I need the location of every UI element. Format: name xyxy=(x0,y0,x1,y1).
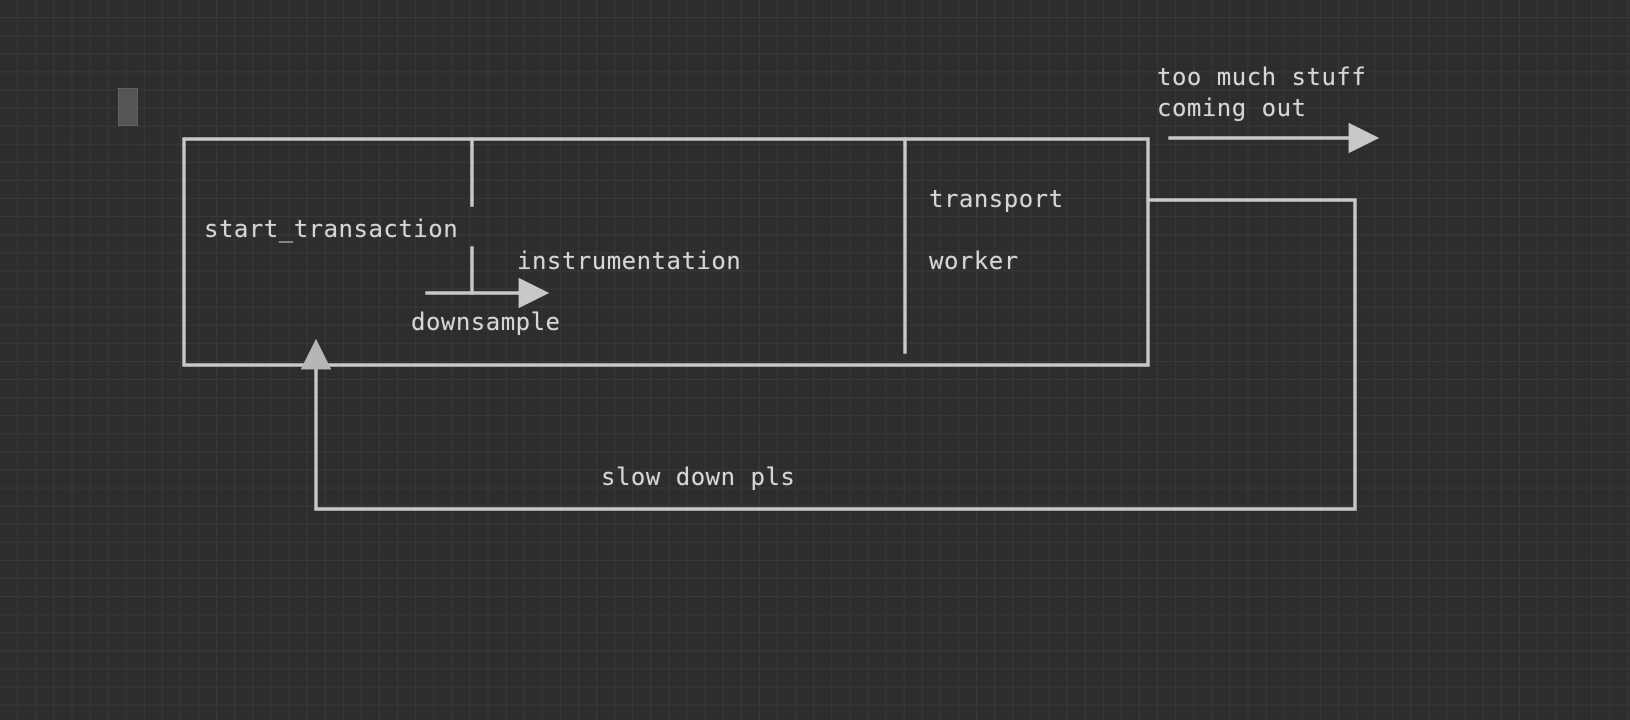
edge-label-coming-out: coming out xyxy=(1157,94,1307,122)
edge-label-downsample: downsample xyxy=(411,308,561,336)
text-cursor-marker xyxy=(118,88,138,126)
node-label-transport: transport xyxy=(929,185,1064,213)
start-transaction-box-outline xyxy=(182,137,1150,367)
node-label-worker: worker xyxy=(929,247,1019,275)
edge-label-slow-down-pls: slow down pls xyxy=(601,463,796,491)
node-label-start-transaction: start_transaction xyxy=(204,215,459,243)
edge-label-too-much-stuff: too much stuff xyxy=(1157,63,1367,91)
edge-label-instrumentation: instrumentation xyxy=(517,247,742,275)
feedback-loop-path xyxy=(300,198,1357,511)
